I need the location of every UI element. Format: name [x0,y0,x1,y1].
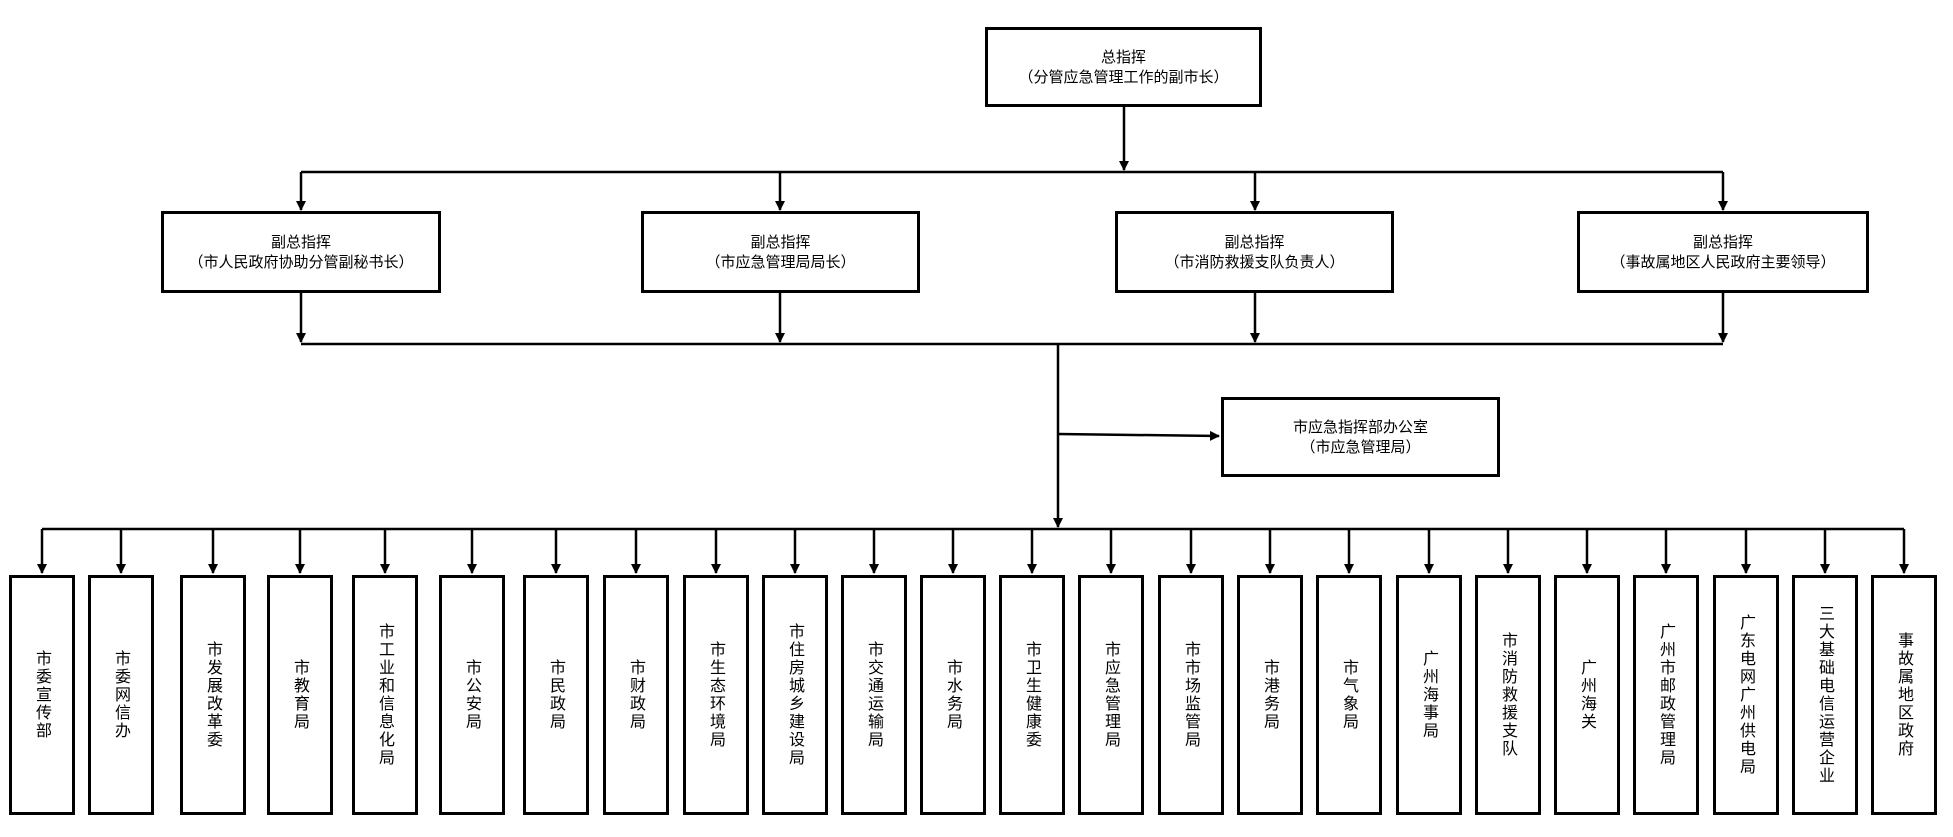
member-unit-box: 市教育局 [267,575,333,815]
member-unit-box: 市住房城乡建设局 [762,575,828,815]
member-unit-box: 市财政局 [603,575,669,815]
member-unit-label: 市港务局 [1261,659,1280,731]
member-unit-box: 市委宣传部 [9,575,75,815]
member-unit-label: 市公安局 [463,659,482,731]
member-unit-label: 事故属地区政府 [1895,632,1914,758]
member-unit-box: 市工业和信息化局 [352,575,418,815]
member-unit-label: 市气象局 [1340,659,1359,731]
member-unit-box: 市气象局 [1316,575,1382,815]
member-unit-label: 市交通运输局 [865,641,884,749]
member-unit-label: 市市场监管局 [1182,641,1201,749]
commander-title: 总指挥 [1100,48,1146,66]
member-unit-label: 市生态环境局 [707,641,726,749]
deputy-subtitle: （市应急管理局局长） [705,253,856,271]
member-unit-label: 广州海关 [1578,659,1597,731]
member-unit-label: 市应急管理局 [1102,641,1121,749]
office-box: 市应急指挥部办公室 （市应急管理局） [1221,397,1500,477]
member-unit-label: 三大基础电信运营企业 [1816,605,1835,785]
member-unit-box: 市发展改革委 [180,575,246,815]
member-unit-box: 市市场监管局 [1158,575,1224,815]
deputy-box-4: 副总指挥 （事故属地区人民政府主要领导） [1577,211,1869,293]
member-unit-box: 广州市邮政管理局 [1633,575,1699,815]
member-unit-box: 市消防救援支队 [1475,575,1541,815]
deputy-box-3: 副总指挥 （市消防救援支队负责人） [1115,211,1394,293]
member-unit-box: 市交通运输局 [841,575,907,815]
member-unit-box: 市港务局 [1237,575,1303,815]
member-unit-box: 市应急管理局 [1078,575,1144,815]
member-unit-label: 广东电网广州供电局 [1737,614,1756,776]
member-unit-box: 三大基础电信运营企业 [1792,575,1858,815]
commander-box: 总指挥 （分管应急管理工作的副市长） [985,27,1262,107]
member-unit-label: 广州市邮政管理局 [1657,623,1676,767]
member-unit-label: 市住房城乡建设局 [786,623,805,767]
deputy-subtitle: （市消防救援支队负责人） [1164,253,1345,271]
member-unit-label: 广州海事局 [1420,650,1439,740]
deputy-title: 副总指挥 [1224,233,1285,251]
deputy-title: 副总指挥 [750,233,811,251]
deputy-title: 副总指挥 [1692,233,1753,251]
member-unit-box: 广州海事局 [1396,575,1462,815]
member-unit-box: 广东电网广州供电局 [1713,575,1779,815]
member-unit-label: 市卫生健康委 [1023,641,1042,749]
deputy-subtitle: （事故属地区人民政府主要领导） [1610,253,1836,271]
office-title: 市应急指挥部办公室 [1292,418,1428,436]
member-unit-box: 市卫生健康委 [999,575,1065,815]
member-unit-box: 市民政局 [523,575,589,815]
member-unit-label: 市水务局 [944,659,963,731]
office-subtitle: （市应急管理局） [1300,438,1421,456]
member-unit-label: 市财政局 [627,659,646,731]
member-unit-box: 市公安局 [439,575,505,815]
deputy-subtitle: （市人民政府协助分管副秘书长） [188,253,414,271]
member-unit-box: 市生态环境局 [683,575,749,815]
member-unit-label: 市民政局 [547,659,566,731]
office-arrow [1057,430,1220,441]
member-unit-box: 市委网信办 [88,575,154,815]
deputy-title: 副总指挥 [270,233,331,251]
member-unit-label: 市发展改革委 [204,641,223,749]
member-unit-box: 事故属地区政府 [1871,575,1937,815]
member-unit-label: 市教育局 [291,659,310,731]
member-unit-label: 市工业和信息化局 [376,623,395,767]
member-unit-label: 市消防救援支队 [1499,632,1518,758]
member-unit-label: 市委宣传部 [33,650,52,740]
deputy-box-1: 副总指挥 （市人民政府协助分管副秘书长） [161,211,441,293]
member-unit-box: 市水务局 [920,575,986,815]
deputy-box-2: 副总指挥 （市应急管理局局长） [641,211,920,293]
member-unit-box: 广州海关 [1554,575,1620,815]
commander-subtitle: （分管应急管理工作的副市长） [1018,68,1229,86]
member-unit-label: 市委网信办 [112,650,131,740]
